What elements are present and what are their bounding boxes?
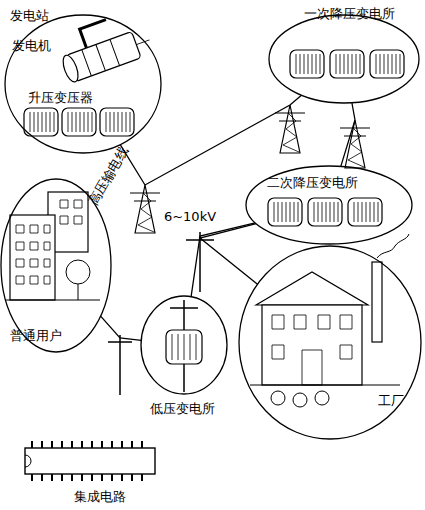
station-label: 工厂 <box>378 393 404 408</box>
pylon-symbol <box>340 120 370 168</box>
pole-transformer <box>166 330 202 364</box>
transformer-symbol <box>370 50 404 78</box>
tree <box>66 260 90 284</box>
station-label: 发电站 <box>10 8 49 23</box>
factory-windows <box>272 315 352 385</box>
station-region: 低压变电所 <box>140 295 228 395</box>
station-label: 升压变压器 <box>28 90 93 105</box>
component-label: 集成电路 <box>74 489 126 504</box>
transformer-symbol <box>290 50 324 78</box>
station-region: 工厂 <box>238 245 422 440</box>
generator-ribs <box>82 27 155 76</box>
station-label: 发电机 <box>12 38 51 53</box>
tree <box>271 391 285 405</box>
region-outline-svg <box>4 14 162 154</box>
region-outline <box>5 15 161 153</box>
chip-body <box>25 448 155 474</box>
transformer-symbol <box>268 198 302 226</box>
station-label: 一次降压变电所 <box>304 6 395 21</box>
region-outline-svg <box>140 295 228 395</box>
region-outline <box>246 166 412 244</box>
factory-roof <box>256 272 368 305</box>
smoke <box>377 234 409 258</box>
utility-pole <box>186 232 214 292</box>
factory-building <box>262 305 362 385</box>
utility-pole <box>108 335 132 395</box>
power-line <box>341 103 355 167</box>
generator-end <box>60 53 81 83</box>
power-line <box>191 223 255 297</box>
region-outline <box>239 246 421 439</box>
station-label: 二次降压变电所 <box>267 175 358 190</box>
tree <box>315 391 329 405</box>
transformer-symbol <box>62 108 96 136</box>
station-label: 低压变电所 <box>150 401 215 416</box>
power-line <box>120 95 301 185</box>
region-outline <box>141 296 227 394</box>
region-outline-svg <box>268 14 420 104</box>
ground-line <box>250 385 400 386</box>
transformer-symbol <box>24 108 58 136</box>
chimney <box>372 262 382 342</box>
power-line <box>200 224 257 285</box>
transformer-symbol <box>330 50 364 78</box>
chip-notch <box>25 455 31 467</box>
station-label: 普通用户 <box>10 328 62 343</box>
tree <box>293 393 307 407</box>
line-label: 高压输电线 <box>85 144 130 208</box>
building <box>10 215 55 300</box>
pylon-symbol <box>275 105 305 153</box>
transformer-symbol <box>308 198 342 226</box>
region-outline <box>269 15 419 103</box>
transformer-symbol <box>100 108 134 136</box>
line-label: 6~10kV <box>164 209 216 224</box>
station-region: 一次降压变电所 <box>268 14 420 104</box>
station-region: 二次降压变电所 <box>245 165 413 245</box>
transformer-fins <box>172 334 196 360</box>
tree-trunk <box>5 284 100 300</box>
station-region: 发电站发电机升压变压器 <box>4 14 162 154</box>
pylon-symbol <box>130 185 160 233</box>
transformer-symbol <box>348 198 382 226</box>
generator-drawing <box>53 8 154 84</box>
region-outline-svg <box>238 245 422 440</box>
power-line <box>101 316 142 340</box>
